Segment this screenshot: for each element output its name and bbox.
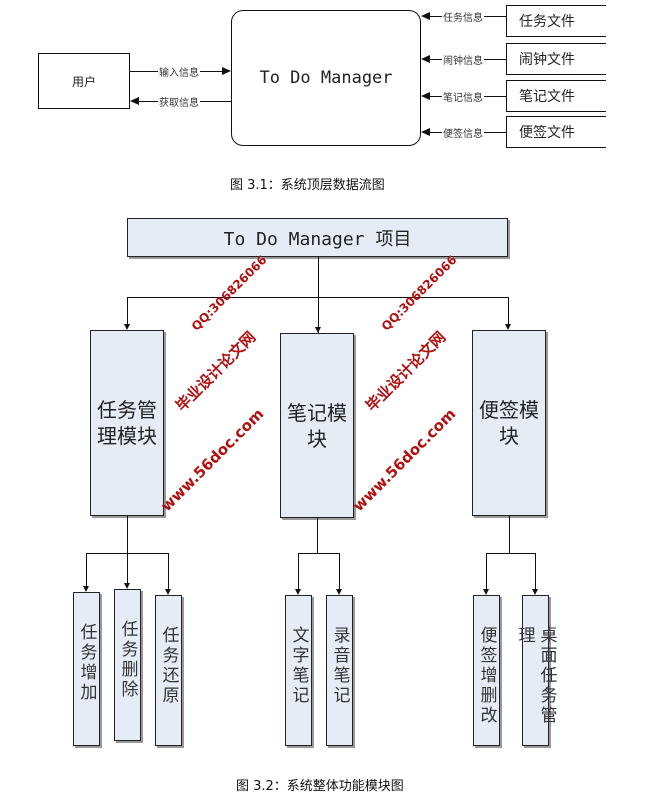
arrow-left-icon — [421, 55, 430, 63]
connector — [127, 553, 128, 583]
submodule-label: 桌面任务管理 — [514, 626, 557, 726]
arrow-right-icon — [222, 67, 231, 75]
submodule-box: 桌面任务管理 — [515, 595, 557, 746]
flow-label-input: 输入信息 — [158, 64, 200, 79]
file-name: 便签文件 — [519, 125, 575, 141]
watermark-qq: QQ:306826066 — [188, 252, 270, 334]
file-store: 便签文件 — [506, 116, 606, 148]
module-box: 便签模块 — [472, 330, 546, 516]
module-box: 任务管理模块 — [90, 330, 164, 516]
module-label: 笔记模块 — [287, 400, 347, 451]
arrow-down-icon — [532, 589, 538, 595]
connector — [298, 553, 299, 589]
module-label: 任务管理模块 — [97, 398, 157, 448]
file-store: 闹钟文件 — [506, 43, 606, 75]
system-process: To Do Manager — [231, 10, 421, 146]
connector — [127, 297, 128, 327]
flow-label: 便签信息 — [442, 125, 484, 140]
connector — [318, 257, 319, 333]
submodule-box: 录音笔记 — [326, 595, 353, 746]
submodule-label: 任务还原 — [158, 626, 179, 706]
flow-label: 任务信息 — [442, 9, 484, 24]
file-store: 笔记文件 — [506, 80, 606, 112]
module-box: 笔记模块 — [280, 333, 354, 518]
connector — [168, 553, 169, 589]
user-label: 用户 — [71, 74, 96, 89]
submodule-box: 任务还原 — [155, 595, 182, 746]
arrow-down-icon — [124, 583, 130, 589]
file-store: 任务文件 — [506, 5, 606, 37]
connector — [317, 518, 318, 553]
system-label: To Do Manager — [259, 68, 393, 88]
submodule-box: 文字笔记 — [285, 595, 312, 746]
arrow-left-icon — [421, 128, 430, 136]
submodule-box: 任务删除 — [114, 589, 141, 741]
figure1-caption: 图 3.1：系统顶层数据流图 — [230, 178, 385, 193]
arrow-down-icon — [483, 589, 489, 595]
arrow-left-icon — [421, 12, 430, 20]
arrow-down-icon — [83, 586, 89, 592]
connector — [508, 297, 509, 327]
root-project-box: To Do Manager 项目 — [127, 218, 508, 257]
connector — [535, 553, 536, 589]
arrow-down-icon — [124, 324, 130, 330]
submodule-label: 便签增删改 — [476, 626, 497, 726]
connector — [486, 553, 535, 554]
submodule-box: 任务增加 — [73, 592, 100, 746]
file-name: 任务文件 — [519, 14, 575, 30]
file-name: 闹钟文件 — [519, 52, 575, 68]
connector — [127, 516, 128, 553]
file-name: 笔记文件 — [519, 89, 575, 105]
watermark-qq: QQ:306826066 — [378, 252, 460, 334]
connector — [339, 553, 340, 589]
arrow-left-icon — [130, 97, 139, 105]
arrow-down-icon — [336, 589, 342, 595]
watermark-site: www.56doc.com — [157, 404, 268, 515]
submodule-label: 录音笔记 — [329, 626, 350, 706]
arrow-down-icon — [315, 327, 321, 333]
arrow-down-icon — [295, 589, 301, 595]
submodule-label: 任务增加 — [76, 623, 97, 703]
connector — [509, 516, 510, 553]
submodule-label: 任务删除 — [117, 620, 138, 700]
connector — [86, 553, 87, 586]
figure2-caption: 图 3.2：系统整体功能模块图 — [236, 779, 404, 794]
arrow-down-icon — [505, 324, 511, 330]
flow-label-get: 获取信息 — [158, 94, 200, 109]
arrow-down-icon — [165, 589, 171, 595]
user-entity: 用户 — [38, 53, 130, 109]
connector — [486, 553, 487, 589]
watermark-site: www.56doc.com — [349, 404, 460, 515]
watermark-name: 毕业设计论文网 — [172, 328, 260, 415]
root-label: To Do Manager 项目 — [223, 228, 412, 250]
flow-label: 闹钟信息 — [442, 52, 484, 67]
submodule-label: 文字笔记 — [288, 626, 309, 706]
watermark-name: 毕业设计论文网 — [362, 328, 450, 415]
connector — [127, 297, 508, 298]
submodule-box: 便签增删改 — [473, 595, 500, 746]
flow-label: 笔记信息 — [442, 89, 484, 104]
module-label: 便签模块 — [479, 398, 539, 448]
arrow-left-icon — [421, 92, 430, 100]
connector — [298, 553, 339, 554]
